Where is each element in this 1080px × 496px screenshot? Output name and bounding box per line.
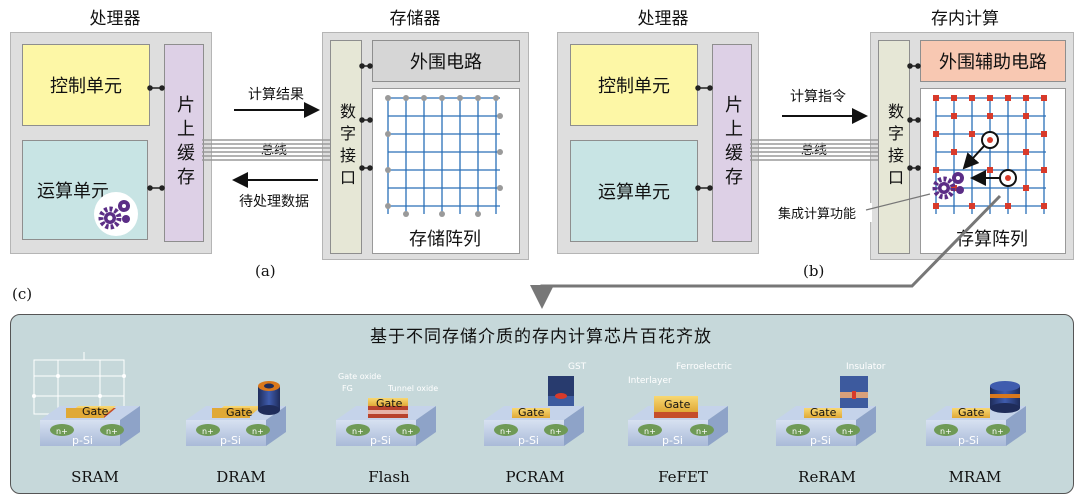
pcram-gst-label: GST <box>568 362 587 372</box>
panel-a-digital-interface: 数字接口 <box>330 40 362 254</box>
device-name-pcram: PCRAM <box>505 468 565 486</box>
panel-a-control-unit: 控制单元 <box>22 44 150 126</box>
panel-b-compute-unit: 运算单元 <box>570 140 698 242</box>
device-reram <box>776 376 876 446</box>
sram-nplus-right: n+ <box>106 427 118 436</box>
sram-gate-label: Gate <box>82 405 109 418</box>
panel-b-control-unit: 控制单元 <box>570 44 698 126</box>
fefet-nplus-left: n+ <box>644 427 656 436</box>
pcram-gate-label: Gate <box>518 406 545 419</box>
panel-b-gear-icon <box>932 172 964 200</box>
panel-b-highlight-nodes <box>962 131 1017 187</box>
panel-a-arrow-top-label: 计算结果 <box>248 87 304 103</box>
panel-a-grid-nodes <box>385 95 503 217</box>
panel-a-processor-title: 处理器 <box>89 9 141 29</box>
flash-tunnel-label: Tunnel oxide <box>388 384 439 393</box>
flash-gate-oxide-label: Gate oxide <box>338 372 382 381</box>
device-mram <box>926 381 1026 446</box>
panel-c-title: 基于不同存储介质的存内计算芯片百花齐放 <box>370 327 712 347</box>
sram-psi-label: p-Si <box>72 434 93 447</box>
reram-gate-label: Gate <box>810 406 837 419</box>
device-name-sram: SRAM <box>71 468 119 486</box>
panel-a-label: (a) <box>255 262 276 280</box>
device-sram <box>32 352 140 446</box>
panel-b-onchip-cache: 片上缓存 <box>712 44 752 242</box>
device-name-mram: MRAM <box>948 468 1002 486</box>
panel-a-array-label: 存储阵列 <box>409 229 481 250</box>
panel-c-label: (c) <box>12 285 33 303</box>
device-dram <box>186 381 286 446</box>
panel-b-peripheral: 外围辅助电路 <box>920 40 1066 82</box>
reram-psi-label: p-Si <box>810 434 831 447</box>
flash-psi-label: p-Si <box>370 434 391 447</box>
dram-gate-label: Gate <box>226 406 253 419</box>
reram-nplus-right: n+ <box>842 427 854 436</box>
pcram-psi-label: p-Si <box>518 434 539 447</box>
panel-b-integrated-pointer <box>865 193 931 211</box>
panel-b-connectors <box>695 63 921 191</box>
panel-b-to-c-connector <box>530 194 1002 309</box>
mram-nplus-right: n+ <box>992 427 1004 436</box>
mram-psi-label: p-Si <box>958 434 979 447</box>
device-name-dram: DRAM <box>216 468 266 486</box>
panel-b-memory-title: 存内计算 <box>931 9 999 29</box>
panel-b-label: (b) <box>803 262 825 280</box>
panel-c-background <box>10 314 1074 494</box>
flash-fg-label: FG <box>342 384 353 393</box>
sram-nplus-left: n+ <box>56 427 68 436</box>
flash-nplus-right: n+ <box>402 427 414 436</box>
device-flash <box>336 398 436 446</box>
fefet-psi-label: p-Si <box>662 434 683 447</box>
panel-b-array-label: 存算阵列 <box>956 229 1028 250</box>
dram-nplus-right: n+ <box>252 427 264 436</box>
panel-a-storage-grid <box>387 97 500 214</box>
panel-b-integrated-label: 集成计算功能 <box>762 203 872 222</box>
panel-b-arrow-top-label: 计算指令 <box>790 89 846 105</box>
device-name-flash: Flash <box>368 468 410 486</box>
panel-b-digital-interface: 数字接口 <box>878 40 910 254</box>
dram-nplus-left: n+ <box>202 427 214 436</box>
fefet-ferro-label: Ferroelectric <box>676 362 732 372</box>
panel-a-connectors <box>147 63 373 191</box>
reram-insulator-label: Insulator <box>846 362 886 372</box>
mram-nplus-left: n+ <box>940 427 952 436</box>
device-fefet <box>628 396 728 446</box>
panel-b-processor-title: 处理器 <box>637 9 689 29</box>
fefet-nplus-right: n+ <box>696 427 708 436</box>
panel-a-arrow-bottom-label: 待处理数据 <box>239 194 309 210</box>
fefet-gate-label: Gate <box>664 398 691 411</box>
panel-a-peripheral: 外围电路 <box>372 40 520 82</box>
fefet-interlayer-label: Interlayer <box>628 376 672 386</box>
reram-nplus-left: n+ <box>792 427 804 436</box>
panel-a-memory-title: 存储器 <box>389 9 441 29</box>
dram-psi-label: p-Si <box>220 434 241 447</box>
panel-a-gear-icon <box>94 192 138 236</box>
panel-a-onchip-cache: 片上缓存 <box>164 44 204 242</box>
panel-a-bus <box>202 139 330 161</box>
panel-b-bus <box>750 139 878 161</box>
device-name-fefet: FeFET <box>658 468 708 486</box>
device-pcram <box>484 376 584 446</box>
flash-nplus-left: n+ <box>352 427 364 436</box>
pcram-nplus-left: n+ <box>500 427 512 436</box>
flash-gate-label: Gate <box>376 397 403 410</box>
device-name-reram: ReRAM <box>798 468 856 486</box>
mram-gate-label: Gate <box>958 406 985 419</box>
pcram-nplus-right: n+ <box>550 427 562 436</box>
